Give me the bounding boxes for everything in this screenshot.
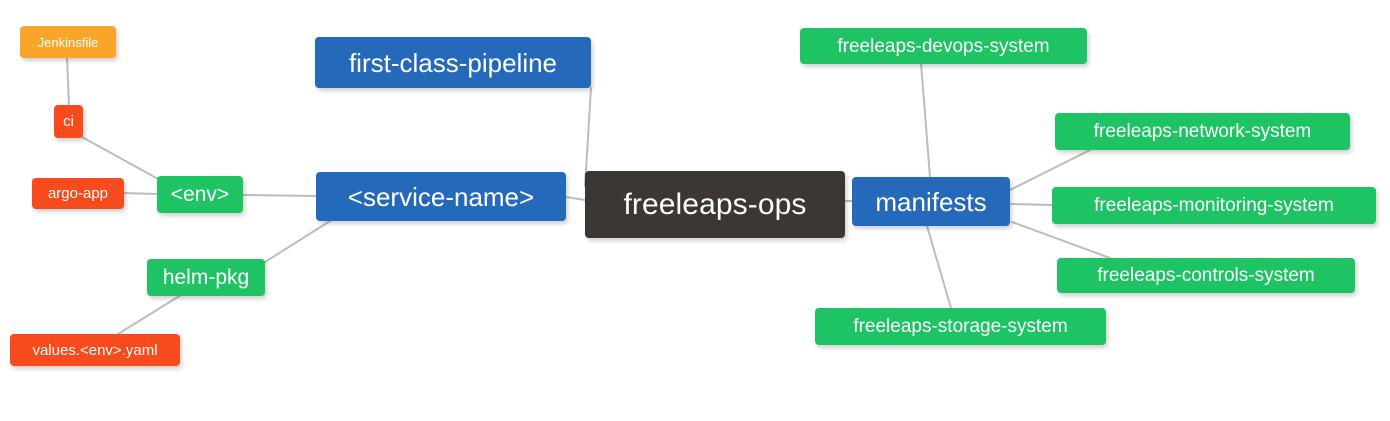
node-jenkinsfile[interactable]: Jenkinsfile [20,26,116,58]
node-env[interactable]: <env> [157,176,243,213]
node-freeleaps-ops[interactable]: freeleaps-ops [585,171,845,238]
edge-service-name-env [242,194,317,197]
node-helm-pkg[interactable]: helm-pkg [147,259,265,296]
node-manifests[interactable]: manifests [852,177,1010,226]
node-ci[interactable]: ci [54,105,83,138]
edge-manifests-controls-system [1011,221,1111,259]
node-freeleaps-network-system[interactable]: freeleaps-network-system [1055,113,1350,150]
edge-manifests-devops-system [920,62,931,178]
edge-root-service-name [565,196,586,201]
node-argo-app[interactable]: argo-app [32,178,124,209]
edge-manifests-storage-system [926,225,952,309]
edge-service-name-helm-pkg [264,220,331,263]
node-first-class-pipeline[interactable]: first-class-pipeline [315,37,591,88]
node-freeleaps-monitoring-system[interactable]: freeleaps-monitoring-system [1052,187,1376,224]
edge-ci-jenkinsfile [66,57,70,106]
node-values-yaml[interactable]: values.<env>.yaml [10,334,180,366]
node-freeleaps-storage-system[interactable]: freeleaps-storage-system [815,308,1106,345]
node-service-name[interactable]: <service-name> [316,172,566,221]
edge-manifests-network-system [1009,149,1091,191]
node-freeleaps-devops-system[interactable]: freeleaps-devops-system [800,28,1087,64]
edge-env-argo-app [123,192,158,195]
edge-env-ci [81,136,161,181]
node-freeleaps-controls-system[interactable]: freeleaps-controls-system [1057,258,1355,293]
edge-helm-pkg-values-yaml [117,294,182,335]
edge-manifests-monitoring-system [1009,203,1053,206]
